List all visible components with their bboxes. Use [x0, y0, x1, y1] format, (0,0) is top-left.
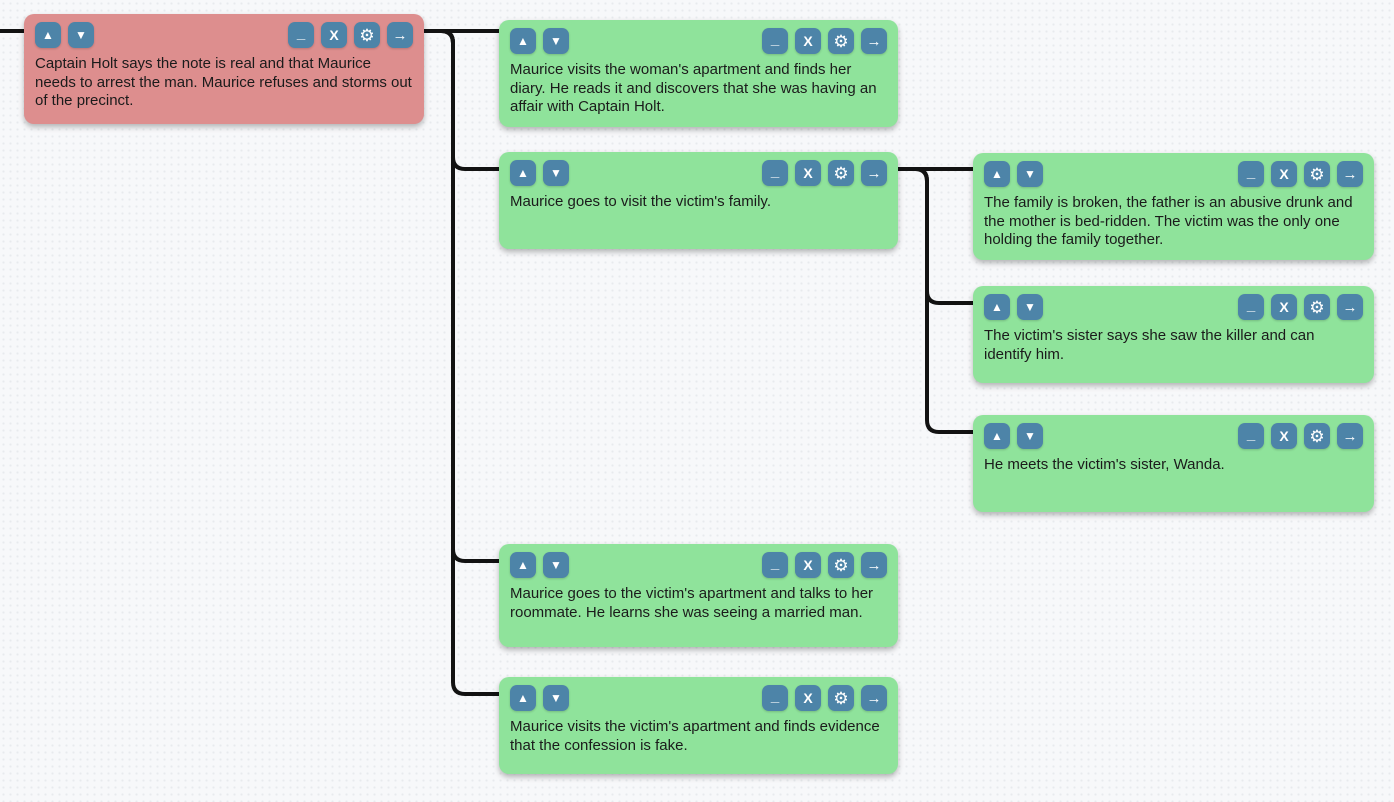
close-button[interactable]: X: [321, 22, 347, 48]
reorder-buttons: ▲ ▼: [984, 294, 1043, 320]
window-buttons: _ X ⚙ →: [762, 685, 887, 711]
connector-edge: [424, 29, 499, 171]
minimize-button[interactable]: _: [762, 160, 788, 186]
window-buttons: _ X ⚙ →: [1238, 294, 1363, 320]
move-up-button[interactable]: ▲: [510, 685, 536, 711]
move-down-button[interactable]: ▼: [543, 552, 569, 578]
move-down-button[interactable]: ▼: [543, 160, 569, 186]
move-up-button[interactable]: ▲: [984, 161, 1010, 187]
node-toolbar: ▲ ▼ _ X ⚙ →: [984, 161, 1363, 187]
goto-arrow-button[interactable]: →: [861, 28, 887, 54]
close-button[interactable]: X: [1271, 423, 1297, 449]
goto-arrow-button[interactable]: →: [1337, 161, 1363, 187]
node-text: The victim's sister says she saw the kil…: [984, 327, 1315, 363]
reorder-buttons: ▲ ▼: [510, 552, 569, 578]
settings-gear-button[interactable]: ⚙: [354, 22, 380, 48]
minimize-button[interactable]: _: [288, 22, 314, 48]
move-up-button[interactable]: ▲: [510, 28, 536, 54]
story-node-card[interactable]: ▲ ▼ _ X ⚙ → Maurice visits the woman's a…: [499, 20, 898, 127]
close-button[interactable]: X: [795, 160, 821, 186]
node-toolbar: ▲ ▼ _ X ⚙ →: [510, 28, 887, 54]
node-toolbar: ▲ ▼ _ X ⚙ →: [984, 423, 1363, 449]
goto-arrow-button[interactable]: →: [387, 22, 413, 48]
connector-edge: [424, 29, 499, 563]
goto-arrow-button[interactable]: →: [1337, 294, 1363, 320]
reorder-buttons: ▲ ▼: [35, 22, 94, 48]
close-button[interactable]: X: [1271, 161, 1297, 187]
node-toolbar: ▲ ▼ _ X ⚙ →: [510, 685, 887, 711]
goto-arrow-button[interactable]: →: [861, 685, 887, 711]
close-button[interactable]: X: [795, 552, 821, 578]
move-up-button[interactable]: ▲: [35, 22, 61, 48]
move-up-button[interactable]: ▲: [510, 552, 536, 578]
move-down-button[interactable]: ▼: [543, 685, 569, 711]
node-toolbar: ▲ ▼ _ X ⚙ →: [510, 160, 887, 186]
node-text: Captain Holt says the note is real and t…: [35, 55, 412, 110]
node-text: Maurice visits the woman's apartment and…: [510, 61, 877, 116]
story-node-card[interactable]: ▲ ▼ _ X ⚙ → The family is broken, the fa…: [973, 153, 1374, 260]
story-node-card[interactable]: ▲ ▼ _ X ⚙ → The victim's sister says she…: [973, 286, 1374, 383]
node-text: Maurice goes to the victim's apartment a…: [510, 585, 874, 621]
story-node-card[interactable]: ▲ ▼ _ X ⚙ → Maurice visits the victim's …: [499, 677, 898, 774]
window-buttons: _ X ⚙ →: [1238, 423, 1363, 449]
window-buttons: _ X ⚙ →: [762, 552, 887, 578]
node-text: He meets the victim's sister, Wanda.: [984, 456, 1225, 473]
story-node-card[interactable]: ▲ ▼ _ X ⚙ → Maurice goes to the victim's…: [499, 544, 898, 647]
window-buttons: _ X ⚙ →: [762, 160, 887, 186]
goto-arrow-button[interactable]: →: [861, 160, 887, 186]
story-node-card[interactable]: ▲ ▼ _ X ⚙ → Maurice goes to visit the vi…: [499, 152, 898, 249]
goto-arrow-button[interactable]: →: [1337, 423, 1363, 449]
move-up-button[interactable]: ▲: [510, 160, 536, 186]
settings-gear-button[interactable]: ⚙: [1304, 294, 1330, 320]
minimize-button[interactable]: _: [1238, 294, 1264, 320]
reorder-buttons: ▲ ▼: [510, 685, 569, 711]
window-buttons: _ X ⚙ →: [762, 28, 887, 54]
minimize-button[interactable]: _: [1238, 423, 1264, 449]
goto-arrow-button[interactable]: →: [861, 552, 887, 578]
move-down-button[interactable]: ▼: [1017, 423, 1043, 449]
node-toolbar: ▲ ▼ _ X ⚙ →: [510, 552, 887, 578]
settings-gear-button[interactable]: ⚙: [828, 685, 854, 711]
move-up-button[interactable]: ▲: [984, 294, 1010, 320]
settings-gear-button[interactable]: ⚙: [828, 28, 854, 54]
node-toolbar: ▲ ▼ _ X ⚙ →: [35, 22, 413, 48]
window-buttons: _ X ⚙ →: [1238, 161, 1363, 187]
story-node-card[interactable]: ▲ ▼ _ X ⚙ → Captain Holt says the note i…: [24, 14, 424, 124]
move-down-button[interactable]: ▼: [68, 22, 94, 48]
reorder-buttons: ▲ ▼: [984, 423, 1043, 449]
node-text: Maurice visits the victim's apartment an…: [510, 718, 880, 754]
reorder-buttons: ▲ ▼: [984, 161, 1043, 187]
settings-gear-button[interactable]: ⚙: [1304, 423, 1330, 449]
node-toolbar: ▲ ▼ _ X ⚙ →: [984, 294, 1363, 320]
reorder-buttons: ▲ ▼: [510, 160, 569, 186]
move-down-button[interactable]: ▼: [1017, 161, 1043, 187]
connector-edge: [898, 167, 973, 434]
close-button[interactable]: X: [795, 685, 821, 711]
minimize-button[interactable]: _: [762, 685, 788, 711]
close-button[interactable]: X: [1271, 294, 1297, 320]
move-down-button[interactable]: ▼: [1017, 294, 1043, 320]
move-up-button[interactable]: ▲: [984, 423, 1010, 449]
node-text: Maurice goes to visit the victim's famil…: [510, 193, 771, 210]
settings-gear-button[interactable]: ⚙: [828, 552, 854, 578]
minimize-button[interactable]: _: [762, 28, 788, 54]
connector-edge: [898, 167, 973, 305]
settings-gear-button[interactable]: ⚙: [828, 160, 854, 186]
close-button[interactable]: X: [795, 28, 821, 54]
minimize-button[interactable]: _: [762, 552, 788, 578]
window-buttons: _ X ⚙ →: [288, 22, 413, 48]
move-down-button[interactable]: ▼: [543, 28, 569, 54]
minimize-button[interactable]: _: [1238, 161, 1264, 187]
settings-gear-button[interactable]: ⚙: [1304, 161, 1330, 187]
story-node-card[interactable]: ▲ ▼ _ X ⚙ → He meets the victim's sister…: [973, 415, 1374, 512]
reorder-buttons: ▲ ▼: [510, 28, 569, 54]
node-text: The family is broken, the father is an a…: [984, 194, 1353, 249]
connector-edge: [424, 29, 499, 696]
